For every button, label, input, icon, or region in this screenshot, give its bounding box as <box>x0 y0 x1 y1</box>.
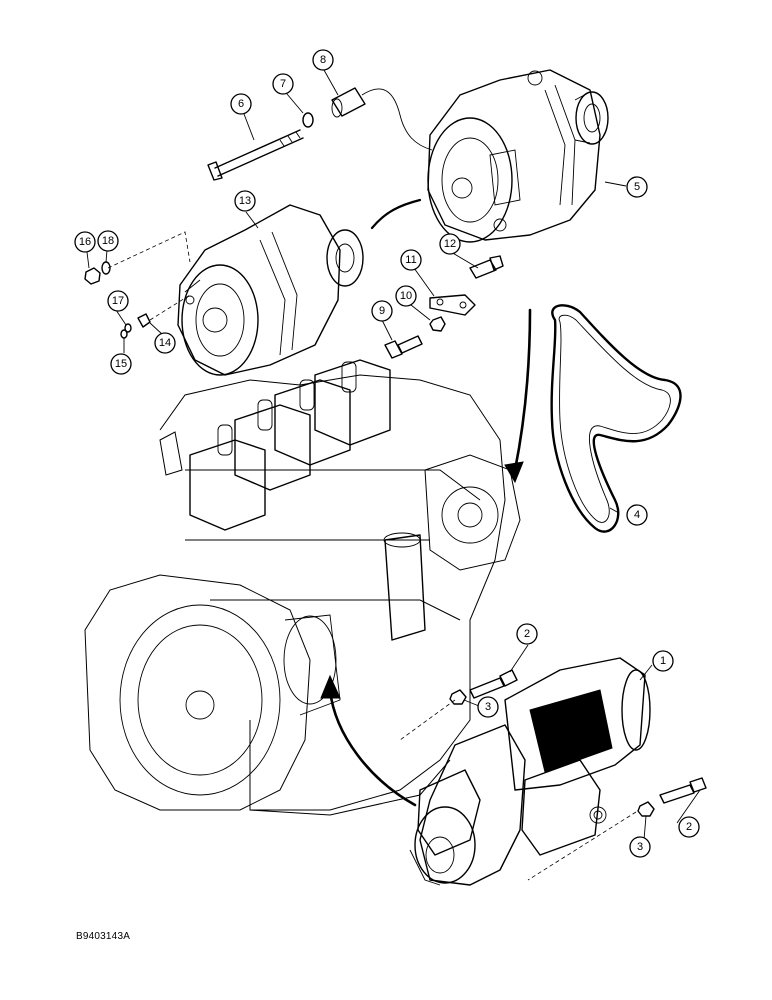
svg-text:13: 13 <box>239 195 251 207</box>
starter-1 <box>409 657 651 886</box>
svg-text:3: 3 <box>637 841 643 853</box>
callout-16: 16 <box>74 231 96 253</box>
callout-6: 6 <box>230 93 252 115</box>
dashed-guide <box>527 811 637 881</box>
bolt-2-upper <box>469 669 518 699</box>
svg-text:6: 6 <box>238 98 244 110</box>
svg-text:2: 2 <box>686 821 692 833</box>
callout-18: 18 <box>97 230 119 252</box>
callout-5: 5 <box>626 176 648 198</box>
svg-text:17: 17 <box>112 295 124 307</box>
dashed-guide <box>107 231 191 269</box>
arrowhead <box>320 674 341 699</box>
callout-2-upper: 2 <box>516 623 538 645</box>
figure-code: B9403143A <box>76 931 131 942</box>
svg-text:15: 15 <box>115 358 127 370</box>
callout-17: 17 <box>107 290 129 312</box>
svg-text:16: 16 <box>79 236 91 248</box>
svg-text:12: 12 <box>444 238 456 250</box>
bolt-12 <box>469 255 504 279</box>
svg-text:3: 3 <box>485 701 491 713</box>
callout-13: 13 <box>234 190 256 212</box>
alternator-5 <box>361 69 609 243</box>
nut-16 <box>84 267 101 285</box>
svg-text:9: 9 <box>379 305 385 317</box>
svg-text:1: 1 <box>660 655 666 667</box>
arrowhead <box>504 461 524 484</box>
svg-text:5: 5 <box>634 181 640 193</box>
callout-10: 10 <box>395 285 417 307</box>
svg-text:8: 8 <box>320 54 326 66</box>
nut-10 <box>429 316 446 332</box>
svg-text:7: 7 <box>280 78 286 90</box>
starter-arrow <box>328 688 417 807</box>
callout-11: 11 <box>400 249 422 271</box>
plate-11 <box>429 294 476 316</box>
clip-14 <box>137 313 151 328</box>
callout-14: 14 <box>154 332 176 354</box>
callout-4: 4 <box>626 504 648 526</box>
washer-7 <box>302 112 314 128</box>
belt-4 <box>550 304 682 533</box>
callout-3-upper: 3 <box>477 696 499 718</box>
belt-arrow <box>513 308 532 472</box>
callout-1: 1 <box>652 650 674 672</box>
washer-3-upper <box>449 689 467 705</box>
alternator-13 <box>177 204 364 376</box>
callout-8: 8 <box>312 49 334 71</box>
bolt-9 <box>384 335 423 359</box>
callout-3-lower: 3 <box>629 836 651 858</box>
svg-text:11: 11 <box>405 254 416 266</box>
nut-15 <box>120 329 128 339</box>
dashed-guide <box>149 294 191 321</box>
svg-text:2: 2 <box>524 628 530 640</box>
callout-2-lower: 2 <box>678 816 700 838</box>
svg-text:18: 18 <box>102 235 114 247</box>
dashed-guide <box>399 699 456 741</box>
spacer-8 <box>331 87 366 118</box>
callout-7: 7 <box>272 73 294 95</box>
svg-text:14: 14 <box>159 337 171 349</box>
swap-arrow <box>370 198 422 230</box>
washer-3-lower <box>637 801 655 817</box>
callout-9: 9 <box>371 300 393 322</box>
svg-text:4: 4 <box>634 509 640 521</box>
bolt-6 <box>207 129 304 181</box>
svg-text:10: 10 <box>400 290 412 302</box>
engine-block <box>84 359 521 816</box>
washer-17 <box>124 323 132 333</box>
bolt-2-lower <box>659 777 707 804</box>
callout-12: 12 <box>439 233 461 255</box>
callout-15: 15 <box>110 353 132 375</box>
